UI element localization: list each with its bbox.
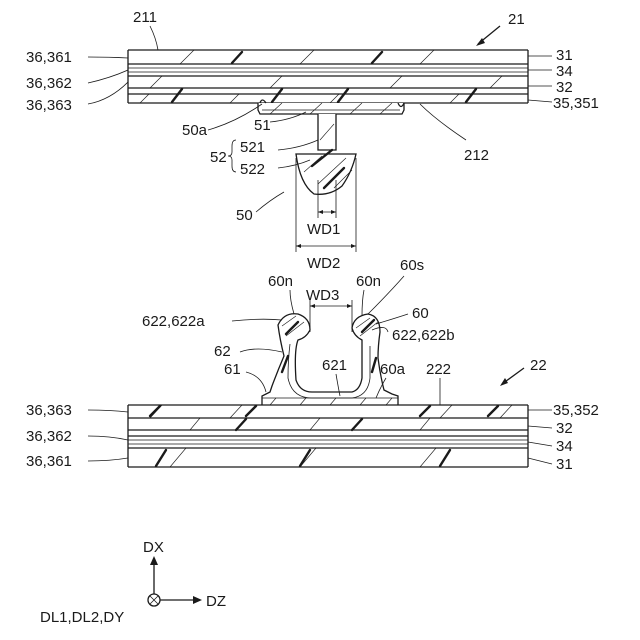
label-36-363-bot: 36,363 [26,402,72,419]
axis-indicator: DX DZ DL1,DL2,DY [40,539,226,626]
axis-label-dy: DL1,DL2,DY [40,609,124,626]
label-621: 621 [322,357,347,374]
label-222: 222 [426,361,451,378]
label-31-bot: 31 [556,456,573,473]
axis-label-dz: DZ [206,593,226,610]
brace-52 [228,140,236,172]
label-211: 211 [133,9,157,26]
label-34-bot: 34 [556,438,573,455]
label-60n-right: 60n [356,273,381,290]
label-36-362-bot: 36,362 [26,428,72,445]
label-60a: 60a [380,361,406,378]
label-wd3: WD3 [306,287,339,304]
label-36-363-top: 36,363 [26,97,72,114]
axis-label-dx: DX [143,539,164,556]
label-61: 61 [224,361,241,378]
label-22: 22 [530,357,547,374]
label-521: 521 [240,139,265,156]
label-212: 212 [464,147,489,164]
label-35-351: 35,351 [553,95,599,112]
label-35-352: 35,352 [553,402,599,419]
label-50a: 50a [182,122,208,139]
label-34-top: 34 [556,63,573,80]
label-622a: 622,622a [142,313,205,330]
label-31-top: 31 [556,47,573,64]
label-622b: 622,622b [392,327,455,344]
female-fastener [262,300,398,405]
label-36-361-bot: 36,361 [26,453,72,470]
label-wd1: WD1 [307,221,340,238]
label-32-top: 32 [556,79,573,96]
label-60n-left: 60n [268,273,293,290]
label-36-362-top: 36,362 [26,75,72,92]
wd1-arrow [318,210,336,214]
label-52: 52 [210,149,227,166]
label-60: 60 [412,305,429,322]
label-51: 51 [254,117,271,134]
label-36-361-top: 36,361 [26,49,72,66]
label-60s: 60s [400,257,424,274]
label-50: 50 [236,207,253,224]
wd3-arrow [310,300,352,332]
label-32-bot: 32 [556,420,573,437]
label-21: 21 [508,11,525,28]
label-522: 522 [240,161,265,178]
label-62: 62 [214,343,231,360]
lower-member [128,405,528,467]
label-wd2: WD2 [307,255,340,272]
wd2-arrow [296,244,356,248]
